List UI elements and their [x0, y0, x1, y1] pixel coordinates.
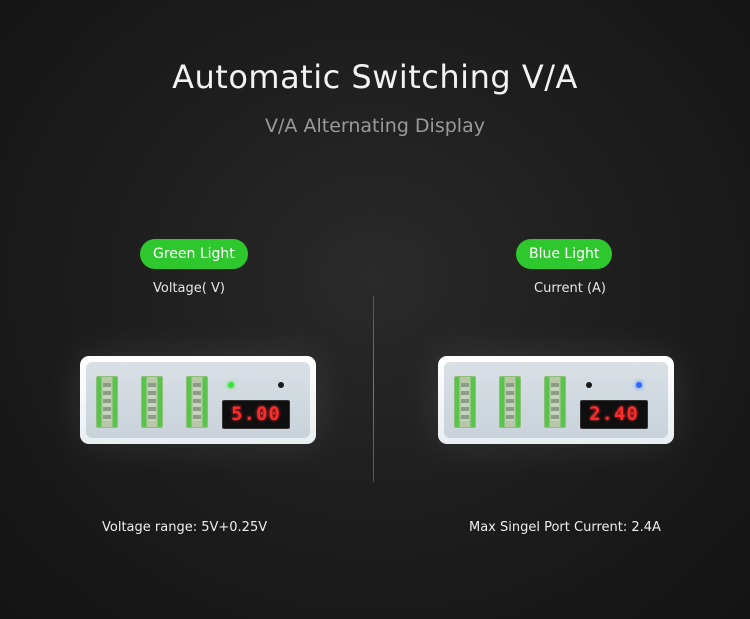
voltage-caption: Voltage( V) [153, 281, 225, 296]
current-display: 2.40 [580, 400, 648, 429]
usb-port-icon [96, 376, 118, 428]
usb-port-icon [499, 376, 521, 428]
voltage-range-text: Voltage range: 5V+0.25V [102, 520, 268, 535]
usb-port-icon [454, 376, 476, 428]
current-led-icon [636, 382, 642, 388]
voltage-led-icon [228, 382, 234, 388]
green-light-pill: Green Light [140, 239, 248, 269]
voltage-display: 5.00 [222, 400, 290, 429]
usb-port-icon [544, 376, 566, 428]
charger-voltage: 5.00 [80, 356, 316, 444]
blue-light-pill: Blue Light [516, 239, 613, 269]
charger-face: 5.00 [86, 362, 310, 438]
max-current-text: Max Singel Port Current: 2.4A [469, 520, 661, 535]
usb-port-icon [186, 376, 208, 428]
charger-current: 2.40 [438, 356, 674, 444]
usb-port-icon [141, 376, 163, 428]
page-subtitle: V/A Alternating Display [265, 115, 485, 137]
charger-face: 2.40 [444, 362, 668, 438]
current-caption: Current (A) [534, 281, 606, 296]
current-led-icon [278, 382, 284, 388]
voltage-led-icon [586, 382, 592, 388]
page-title: Automatic Switching V/A [172, 58, 578, 96]
center-divider [373, 296, 374, 482]
